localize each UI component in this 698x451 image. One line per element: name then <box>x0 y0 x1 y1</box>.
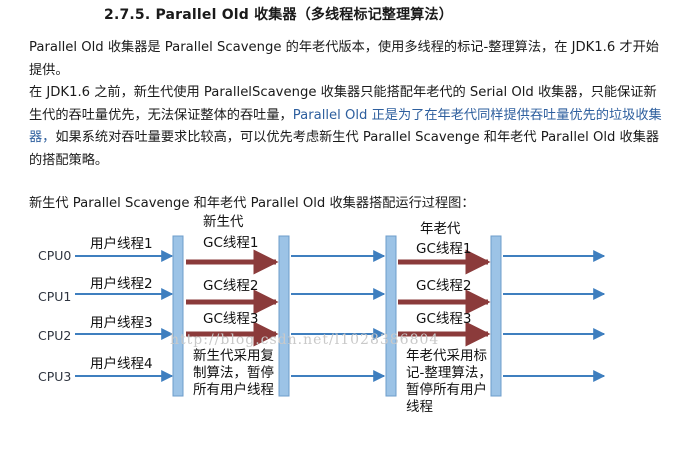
cpu-label-1: CPU1 <box>38 289 72 304</box>
gc-process-diagram: http://blog.csdn.net/l1028386804 CPU0 CP… <box>0 210 698 451</box>
old-gc-thread-label-1: GC线程1 <box>416 241 472 257</box>
young-gc-thread-label-3: GC线程3 <box>203 311 259 327</box>
safepoint-bars <box>172 235 502 397</box>
paragraph-intro: Parallel Old 收集器是 Parallel Scavenge 的年老代… <box>29 40 659 78</box>
old-gc-thread-label-3: GC线程3 <box>416 311 472 327</box>
cpu-label-3: CPU3 <box>38 369 72 384</box>
paragraph-history-end: 如果系统对吞吐量要求比较高，可以优先考虑新生代 Parallel Scaveng… <box>29 130 660 168</box>
paragraph-history-highlight: Parallel Old 正是为了在年老代同样提供吞吐量优先的垃圾收集器， <box>29 107 662 146</box>
old-gen-note: 年老代采用标记-整理算法，暂停所有用户线程 <box>406 348 492 415</box>
old-gc-thread-label-2: GC线程2 <box>416 278 472 294</box>
section-heading: 2.7.5. Parallel Old 收集器（多线程标记整理算法） <box>104 7 453 23</box>
old-gc-start-bar <box>385 235 397 397</box>
young-gc-thread-label-1: GC线程1 <box>203 235 259 251</box>
user-thread-label-3: 用户线程3 <box>90 315 153 331</box>
cpu-label-2: CPU2 <box>38 328 72 343</box>
young-gen-header: 新生代 <box>203 214 244 230</box>
cpu-label-0: CPU0 <box>38 248 72 263</box>
young-gc-start-bar <box>172 235 184 397</box>
young-gen-note: 新生代采用复制算法，暂停所有用户线程 <box>193 348 274 398</box>
old-gen-header: 年老代 <box>420 221 461 237</box>
user-thread-label-2: 用户线程2 <box>90 276 153 292</box>
young-gc-end-bar <box>278 235 290 397</box>
user-thread-label-1: 用户线程1 <box>90 236 153 252</box>
user-thread-label-4: 用户线程4 <box>90 356 153 372</box>
gc-thread-arrows <box>186 249 491 347</box>
watermark: http://blog.csdn.net/l1028386804 <box>170 332 440 348</box>
paragraph-history: 在 JDK1.6 之前，新生代使用 ParallelScavenge 收集器只能… <box>29 82 669 172</box>
young-gc-thread-label-2: GC线程2 <box>203 278 259 294</box>
old-gc-end-bar <box>490 235 502 397</box>
diagram-canvas <box>75 235 606 397</box>
user-thread-arrows <box>75 250 606 382</box>
paragraph-diagram-caption: 新生代 Parallel Scavenge 和年老代 Parallel Old … <box>29 196 475 211</box>
paragraph-history-start: 在 JDK1.6 之前，新生代使用 ParallelScavenge 收集器只能… <box>29 85 657 123</box>
